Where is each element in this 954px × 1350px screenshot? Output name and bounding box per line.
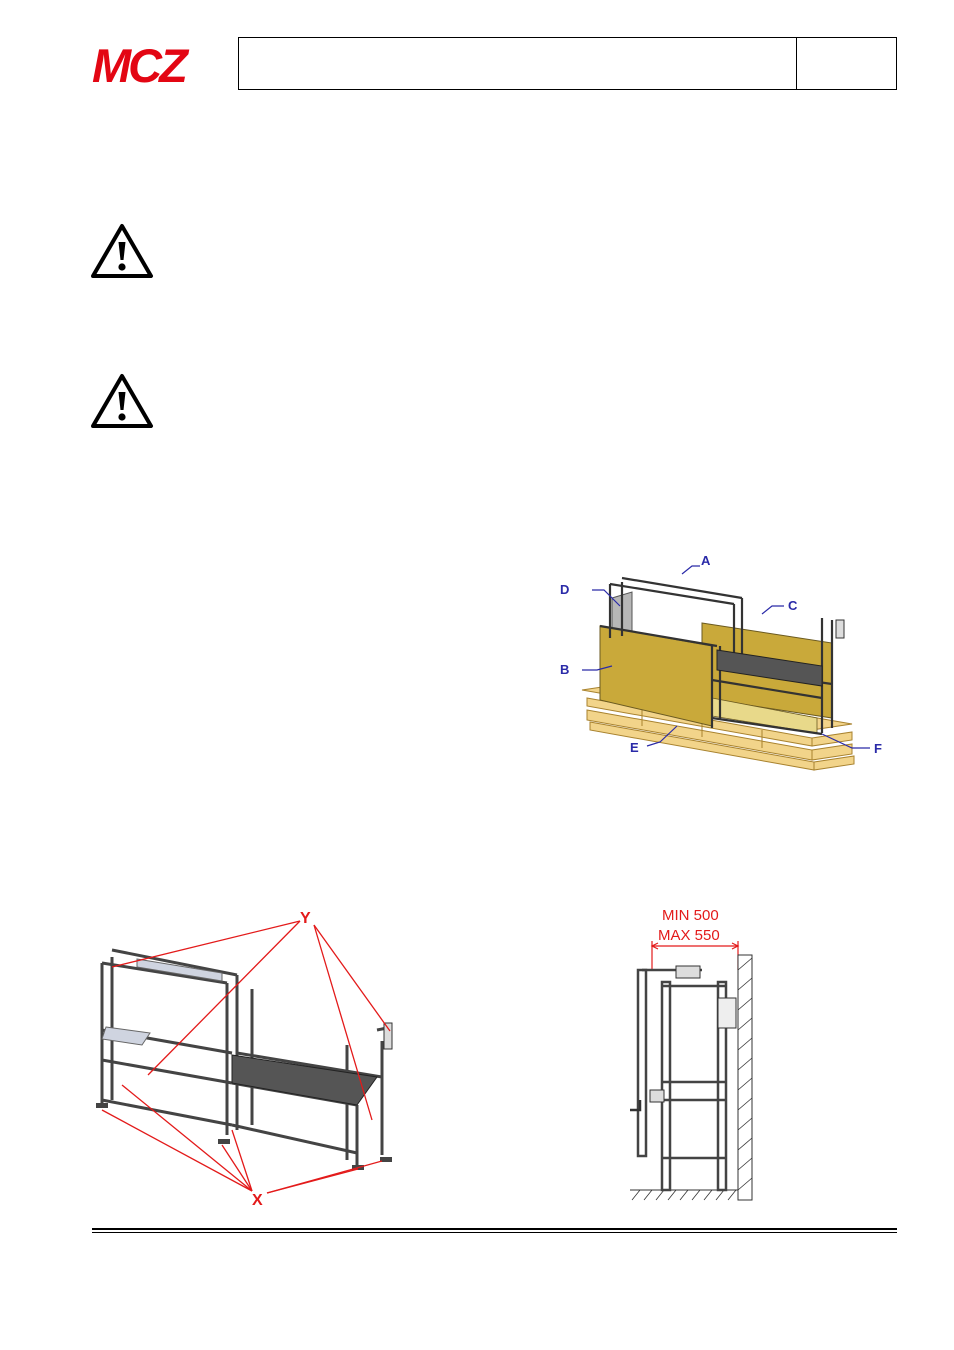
header-title [248, 52, 788, 76]
grey-shelf [716, 649, 823, 687]
warning-triangle-icon [90, 222, 154, 280]
logo-text: MCZ [92, 44, 190, 88]
callout-b: B [560, 662, 569, 677]
dim-max: MAX 550 [658, 927, 720, 944]
dim-min: MIN 500 [662, 907, 719, 924]
footer-rule-thin [92, 1232, 897, 1233]
callout-c: C [788, 598, 798, 613]
callout-f: F [874, 741, 882, 756]
footer-rule [92, 1228, 897, 1230]
pallet-figure: A B C D E F [552, 548, 892, 783]
mcz-logo: MCZ [92, 39, 234, 92]
label-y: Y [300, 910, 311, 927]
header-box [238, 37, 897, 90]
frame-shelf [231, 1054, 378, 1106]
label-x: X [252, 1192, 263, 1209]
header-divider [796, 37, 797, 90]
header-page-number [800, 52, 892, 76]
frame-figure: Y X [92, 905, 412, 1210]
callout-a: A [701, 553, 711, 568]
callout-e: E [630, 740, 639, 755]
warning-triangle-icon [90, 372, 154, 430]
wall-mount-figure: MIN 500 MAX 550 [622, 900, 764, 1205]
callout-d: D [560, 582, 569, 597]
